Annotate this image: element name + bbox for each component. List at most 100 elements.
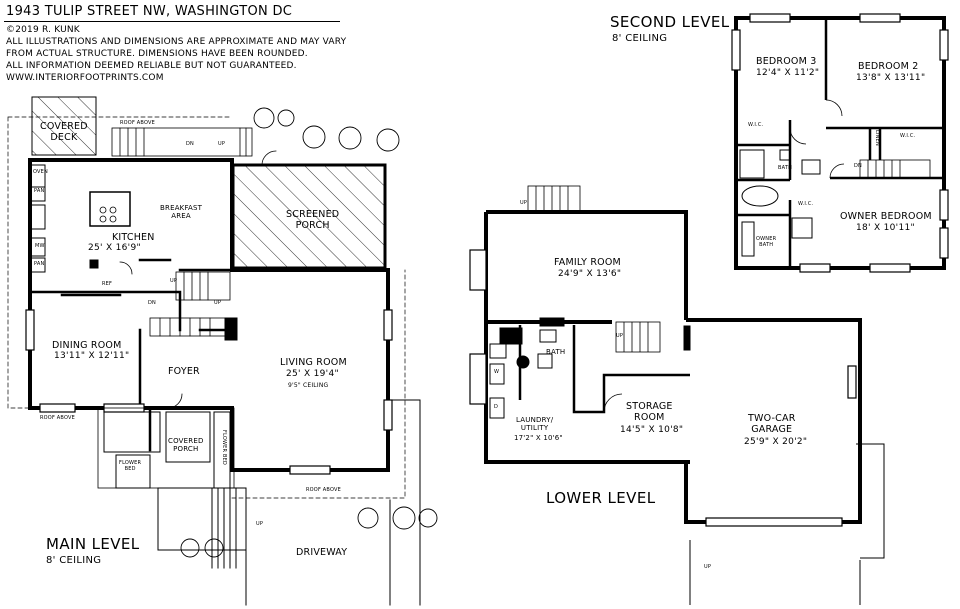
disclaimer-line-1: ALL ILLUSTRATIONS AND DIMENSIONS ARE APP… [6,37,347,47]
deck-stairs [111,127,253,157]
lower-level-title: LOWER LEVEL [546,489,656,507]
owner-bedroom-name: OWNER BEDROOM [840,211,932,222]
dryer-label: D [494,404,499,410]
covered-deck-label: COVERED DECK [40,121,88,143]
lower-interior-stairs [615,321,661,353]
owner-bedroom-dimensions: 18' X 10'11" [856,223,915,233]
family-room-name: FAMILY ROOM [554,257,621,268]
laundry-dimensions: 17'2" X 10'6" [514,434,563,442]
lower-stair-up-label: UP [616,333,624,339]
lower-bath-fixtures [489,317,565,419]
living-room-name: LIVING ROOM [280,357,347,368]
second-level-plan [731,13,949,273]
black-post-2 [224,317,238,341]
copyright: ©2019 R. KUNK [6,25,80,35]
garage-side [856,443,885,559]
bedroom-2-dimensions: 13'8" X 13'11" [856,73,926,83]
screened-porch-hatch [231,163,387,270]
roof-outline-bottom [231,269,406,499]
black-post-3 [683,325,691,351]
cooktop [99,206,117,223]
lower-bath-label: BATH [546,348,566,356]
garage-dimensions: 25'9" X 20'2" [744,437,808,447]
kitchen-outer-wall [28,158,234,410]
second-level-stairs [859,159,931,179]
stair-down-label: DN [148,300,156,306]
main-stairs [149,271,231,337]
kitchen-name: KITCHEN [112,232,155,243]
living-windows [289,309,393,475]
washer-label: W [494,369,500,375]
bedroom-3-name: BEDROOM 3 [756,56,817,67]
laundry-name: LAUNDRY/ UTILITY [516,416,554,433]
deck-up-label: UP [218,141,226,147]
main-level-ceiling: 8' CEILING [46,555,102,566]
microwave-label: MW [35,243,45,249]
second-windows [731,13,949,273]
second-level-title: SECOND LEVEL [610,13,730,31]
refrigerator-label: REF [102,281,113,287]
second-down-label: DN [854,163,862,169]
lower-level-plan [357,185,885,605]
kitchen-counters [30,164,46,273]
disclaimer-line-3: ALL INFORMATION DEEMED RELIABLE BUT NOT … [6,61,297,71]
covered-porch-label: COVERED PORCH [168,437,204,454]
kitchen-island [89,191,131,227]
bedroom-2-name: BEDROOM 2 [858,61,919,72]
wic-label-1: W.I.C. [748,122,764,128]
lower-exterior-stairs [527,185,581,213]
second-door-swings [789,99,845,179]
main-level-plan [7,96,421,606]
lower-windows [469,249,857,405]
second-bath-fixtures [739,149,821,257]
stair-up-label: UP [170,278,178,284]
dining-room-dimensions: 13'11" X 12'11" [54,351,130,361]
wic-label-2: W.I.C. [900,133,916,139]
second-bath-label: BATH [778,165,793,171]
flower-bed-right-label: FLOWER BED [221,430,227,466]
flower-bed-left-label: FLOWER BED [119,460,142,472]
living-room-walls [230,268,390,472]
front-porch [97,399,421,606]
stair-up-label-2: UP [214,300,222,306]
deck-down-label: DN [186,141,194,147]
storage-door-swing [603,393,623,413]
foyer-label: FOYER [168,366,200,377]
garage-name: TWO-CAR GARAGE [748,413,796,435]
garage-approach [689,540,861,605]
disclaimer-line-2: FROM ACTUAL STRUCTURE. DIMENSIONS HAVE B… [6,49,308,59]
main-level-title: MAIN LEVEL [46,535,140,553]
roof-above-left: ROOF ABOVE [40,415,76,421]
wic-label-3: W.I.C. [798,201,814,207]
roof-above-top: ROOF ABOVE [120,120,156,126]
living-room-dimensions: 25' X 19'4" [286,369,339,379]
lower-exterior-up-label: UP [520,200,528,206]
owner-bath-label: OWNER BATH [756,236,777,248]
garage-up-label: UP [704,564,712,570]
pan-label-1: PAN [34,188,45,194]
family-room-dimensions: 24'9" X 13'6" [558,269,622,279]
dining-room-name: DINING ROOM [52,340,122,351]
linen-label: LINEN [874,130,880,146]
storage-room-dimensions: 14'5" X 10'8" [620,425,684,435]
kitchen-dimensions: 25' X 16'9" [88,243,141,253]
black-post-1 [89,259,99,269]
pan-label-2: PAN [34,261,45,267]
breakfast-area-label: BREAKFAST AREA [160,204,203,221]
driveway-label: DRIVEWAY [296,547,348,558]
storage-room-name: STORAGE ROOM [626,401,673,423]
roof-above-bottom: ROOF ABOVE [306,487,342,493]
header-rule [4,21,340,22]
oven-label: OVEN [33,169,48,175]
property-address: 1943 TULIP STREET NW, WASHINGTON DC [6,4,293,19]
covered-deck-hatch [31,96,97,156]
screened-porch-label: SCREENED PORCH [286,209,340,231]
lower-bushes [357,506,438,530]
website-link[interactable]: WWW.INTERIORFOOTPRINTS.COM [6,73,164,83]
front-up-label: UP [256,521,264,527]
garage-door [705,517,843,527]
bedroom-3-dimensions: 12'4" X 11'2" [756,68,820,78]
interior-walls [28,258,234,452]
living-room-ceiling: 9'5" CEILING [288,382,329,389]
